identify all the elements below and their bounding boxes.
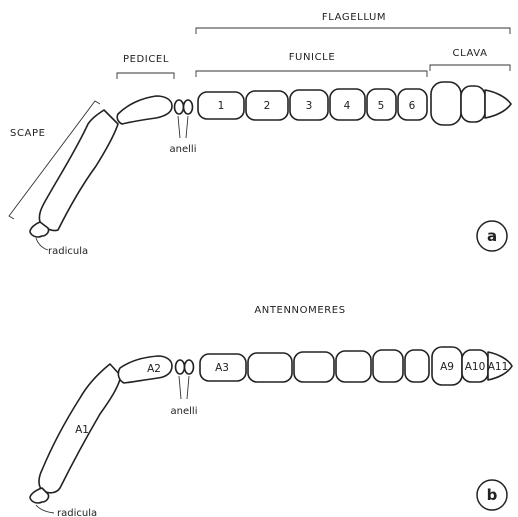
pedicel-label: PEDICEL bbox=[123, 54, 169, 65]
a1-label: A1 bbox=[75, 424, 89, 436]
clava-segment-1 bbox=[431, 82, 461, 125]
funicle-number-3: 3 bbox=[306, 100, 313, 112]
scape-segment bbox=[39, 110, 118, 231]
funicle-segment-a4 bbox=[248, 353, 292, 382]
anelli-label-b: anelli bbox=[171, 406, 198, 417]
funicle-segment-a7 bbox=[373, 350, 403, 382]
radicula-leader bbox=[36, 238, 48, 250]
funicle-number-4: 4 bbox=[344, 100, 351, 112]
panel-a: FLAGELLUM PEDICEL FUNICLE CLAVA SCAPE ra… bbox=[9, 12, 511, 257]
pedicel-bracket bbox=[117, 73, 174, 79]
flagellum-label: FLAGELLUM bbox=[322, 12, 386, 23]
funicle-segment-a8 bbox=[405, 350, 429, 382]
a3-label: A3 bbox=[215, 362, 229, 374]
clava-label: CLAVA bbox=[452, 48, 487, 59]
anellus-1 bbox=[175, 100, 184, 114]
panel-a-letter: a bbox=[487, 227, 497, 245]
pedicel-segment-a2 bbox=[118, 356, 172, 383]
clava-segment-3 bbox=[485, 90, 511, 118]
funicle-number-1: 1 bbox=[218, 100, 225, 112]
anellus-b-2 bbox=[185, 360, 194, 374]
panel-b-letter: b bbox=[487, 486, 498, 504]
a10-label: A10 bbox=[465, 361, 486, 373]
a2-label: A2 bbox=[147, 363, 161, 375]
anelli-label: anelli bbox=[170, 144, 197, 155]
clava-bracket bbox=[430, 65, 510, 71]
funicle-number-5: 5 bbox=[378, 100, 385, 112]
funicle-segment-a5 bbox=[294, 352, 334, 382]
a11-label: A11 bbox=[488, 361, 509, 373]
anelli-leader-b bbox=[179, 376, 189, 399]
funicle-number-2: 2 bbox=[264, 100, 271, 112]
funicle-label: FUNICLE bbox=[289, 52, 336, 63]
anellus-b-1 bbox=[176, 360, 185, 374]
flagellum-bracket bbox=[196, 28, 510, 34]
radicula-label-b: radicula bbox=[57, 508, 97, 517]
clava-segment-2 bbox=[461, 86, 485, 122]
antennomeres-title: ANTENNOMERES bbox=[254, 305, 345, 316]
scape-label: SCAPE bbox=[10, 128, 46, 139]
radicula-leader-b bbox=[36, 505, 54, 513]
funicle-bracket bbox=[196, 71, 427, 77]
anellus-2 bbox=[184, 100, 193, 114]
funicle-segment-a6 bbox=[336, 351, 371, 382]
funicle-number-6: 6 bbox=[409, 100, 416, 112]
a9-label: A9 bbox=[440, 361, 454, 373]
anelli-leader bbox=[178, 116, 188, 138]
panel-b: ANTENNOMERES A1 radicula A2 anelli A3 A9… bbox=[30, 305, 512, 517]
pedicel-segment bbox=[117, 96, 172, 124]
radicula-label: radicula bbox=[48, 246, 88, 257]
